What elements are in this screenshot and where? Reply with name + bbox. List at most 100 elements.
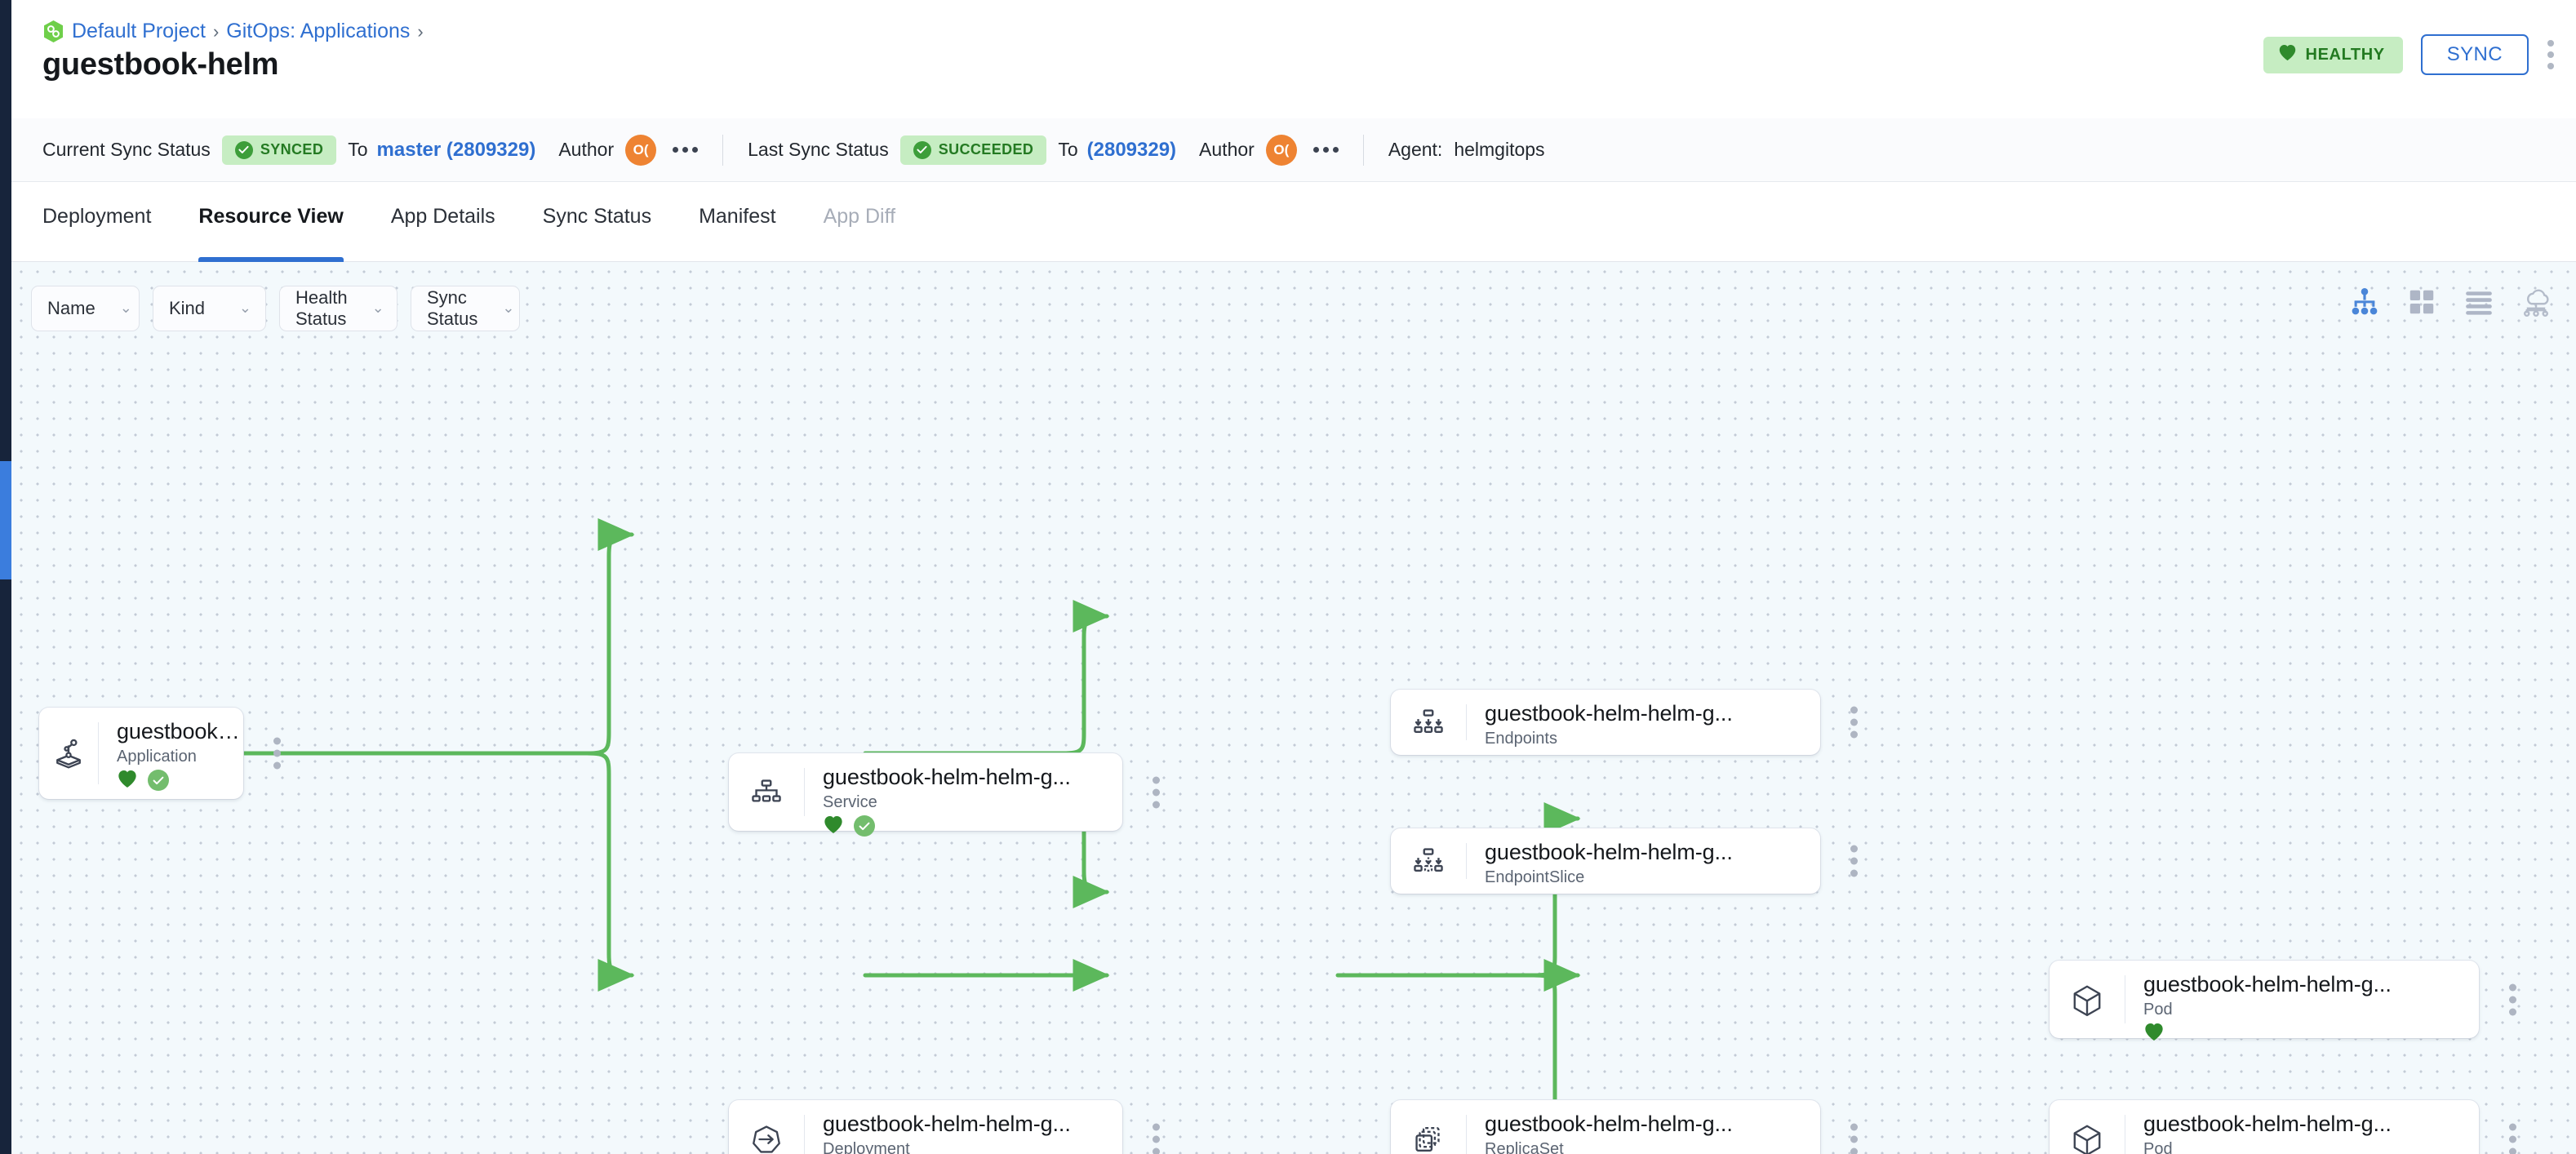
node-body: guestbook-helm-helm-g... Endpoints — [1467, 690, 1858, 755]
node-kind: Pod — [2143, 1001, 2173, 1019]
node-title: guestbook-helm-helm-g... — [1485, 701, 1733, 726]
graph-node-endpointslice[interactable]: guestbook-helm-helm-g... EndpointSlice — [1391, 828, 1858, 894]
status-divider-2 — [1362, 134, 1364, 166]
page-header: Default Project › GitOps: Applications ›… — [11, 0, 2576, 118]
health-heart-icon — [823, 815, 844, 837]
breadcrumb-item-default-project[interactable]: Default Project — [72, 20, 206, 42]
node-overflow-menu-icon[interactable] — [1850, 845, 1858, 877]
node-overflow-menu-icon[interactable] — [1850, 1123, 1858, 1154]
list-view-icon[interactable] — [2462, 285, 2496, 319]
node-divider — [1466, 843, 1467, 879]
filter-toolbar: Name ⌄ Kind ⌄ Health Status ⌄ Sync Statu… — [11, 262, 2576, 354]
last-sync-status-label: Last Sync Status — [748, 139, 889, 160]
node-title: guestbook-helm — [117, 719, 243, 743]
tab-bar: Deployment Resource View App Details Syn… — [11, 182, 2576, 262]
node-overflow-menu-icon[interactable] — [1153, 1123, 1160, 1154]
current-sync-status-label: Current Sync Status — [42, 139, 211, 160]
graph-node-service[interactable]: guestbook-helm-helm-g... Service — [729, 753, 1160, 837]
node-divider — [804, 1115, 805, 1154]
current-sync-more-icon[interactable] — [673, 147, 699, 153]
last-sync-status-chip-label: SUCCEEDED — [938, 141, 1034, 158]
node-title: guestbook-helm-helm-g... — [2143, 1112, 2392, 1136]
node-kind: EndpointSlice — [1485, 868, 1585, 887]
graph-node-endpoints[interactable]: guestbook-helm-helm-g... Endpoints — [1391, 690, 1858, 755]
tab-resource-view[interactable]: Resource View — [198, 182, 367, 262]
chevron-down-icon: ⌄ — [119, 300, 132, 316]
app-overflow-menu-icon[interactable] — [2547, 37, 2555, 73]
agent-info: Agent:helmgitops — [1388, 139, 1545, 161]
sync-check-icon — [854, 815, 875, 837]
filter-name-select[interactable]: Name ⌄ — [31, 285, 140, 331]
heart-icon — [2278, 44, 2297, 66]
last-sync-more-icon[interactable] — [1312, 147, 1339, 153]
resource-graph-canvas[interactable]: Name ⌄ Kind ⌄ Health Status ⌄ Sync Statu… — [11, 262, 2576, 1154]
node-body: guestbook-helm-helm-g... EndpointSlice — [1467, 828, 1858, 894]
filter-sync-status-select[interactable]: Sync Status ⌄ — [411, 285, 520, 331]
grid-view-icon[interactable] — [2405, 285, 2439, 319]
tab-sync-status[interactable]: Sync Status — [542, 205, 652, 228]
node-title: guestbook-helm-helm-g... — [1485, 840, 1733, 864]
chevron-down-icon-4: ⌄ — [502, 300, 515, 316]
filter-kind-select[interactable]: Kind ⌄ — [153, 285, 266, 331]
node-title: guestbook-helm-helm-g... — [823, 1112, 1071, 1136]
graph-node-deployment[interactable]: guestbook-helm-helm-g... Deployment — [729, 1100, 1160, 1154]
last-sync-status-chip: SUCCEEDED — [899, 135, 1047, 165]
node-body: guestbook-helm-helm-g... Pod — [2125, 961, 2516, 1041]
current-sync-revision-link[interactable]: master (2809329) — [376, 138, 536, 161]
sync-check-icon — [148, 770, 169, 792]
node-body: guestbook-helm-helm-g... Pod — [2125, 1100, 2516, 1154]
tree-view-icon[interactable] — [2347, 285, 2382, 319]
node-title: guestbook-helm-helm-g... — [2143, 972, 2392, 996]
node-status-icons — [823, 815, 1122, 837]
sync-status-bar: Current Sync Status SYNCED To master (28… — [11, 118, 2576, 182]
breadcrumb-separator: › — [212, 20, 220, 42]
helm-icon — [39, 708, 98, 799]
health-heart-icon — [2143, 1023, 2165, 1045]
tab-manifest[interactable]: Manifest — [699, 205, 776, 228]
node-title: guestbook-helm-helm-g... — [1485, 1112, 1733, 1136]
replicaset-icon — [1391, 1100, 1466, 1154]
breadcrumb-item-gitops-applications[interactable]: GitOps: Applications — [226, 20, 411, 42]
graph-node-pod-2[interactable]: guestbook-helm-helm-g... Pod — [2050, 1100, 2516, 1154]
tab-app-diff: App Diff — [823, 205, 896, 228]
endpoints-icon — [1391, 690, 1466, 755]
node-overflow-menu-icon[interactable] — [1850, 706, 1858, 739]
filter-name-label: Name — [47, 297, 95, 318]
node-body: guestbook-helm-helm-g... ReplicaSet — [1467, 1100, 1858, 1154]
network-view-icon[interactable] — [2519, 285, 2553, 319]
last-sync-author-label: Author — [1199, 139, 1255, 160]
node-overflow-menu-icon[interactable] — [1153, 776, 1160, 808]
tab-deployment[interactable]: Deployment — [42, 205, 152, 228]
left-nav-active-indicator — [0, 461, 11, 579]
agent-label: Agent: — [1388, 139, 1443, 160]
node-kind: Endpoints — [1485, 730, 1557, 748]
node-title: guestbook-helm-helm-g... — [823, 765, 1071, 789]
graph-node-application[interactable]: guestbook-helm Application — [39, 708, 281, 799]
current-sync-status-chip-label: SYNCED — [260, 141, 324, 158]
status-badge-healthy-label: HEALTHY — [2305, 45, 2385, 64]
graph-node-pod-1[interactable]: guestbook-helm-helm-g... Pod — [2050, 961, 2516, 1041]
node-overflow-menu-icon[interactable] — [273, 737, 281, 770]
endpointslice-icon — [1391, 828, 1466, 894]
node-divider — [1466, 1115, 1467, 1154]
filter-kind-label: Kind — [169, 297, 206, 318]
status-divider — [722, 134, 724, 166]
node-kind: Application — [117, 748, 197, 766]
left-nav-rail[interactable] — [0, 0, 11, 1154]
status-badge-healthy: HEALTHY — [2263, 36, 2403, 73]
node-overflow-menu-icon[interactable] — [2509, 1123, 2516, 1154]
current-sync-author-avatar[interactable]: O( — [625, 134, 657, 166]
node-overflow-menu-icon[interactable] — [2509, 983, 2516, 1015]
filter-health-status-select[interactable]: Health Status ⌄ — [279, 285, 398, 331]
last-sync-to-label: To — [1058, 139, 1078, 160]
sync-button[interactable]: SYNC — [2420, 34, 2529, 75]
node-kind: Service — [823, 793, 877, 812]
last-sync-author-avatar[interactable]: O( — [1265, 134, 1297, 166]
tab-app-details[interactable]: App Details — [390, 205, 495, 228]
node-body: guestbook-helm-helm-g... Deployment — [805, 1100, 1160, 1154]
last-sync-revision-link[interactable]: (2809329) — [1086, 138, 1177, 161]
deployment-icon — [729, 1100, 804, 1154]
graph-node-replicaset[interactable]: guestbook-helm-helm-g... ReplicaSet — [1391, 1100, 1858, 1154]
node-divider — [804, 768, 805, 816]
breadcrumb-separator-2: › — [417, 20, 424, 42]
